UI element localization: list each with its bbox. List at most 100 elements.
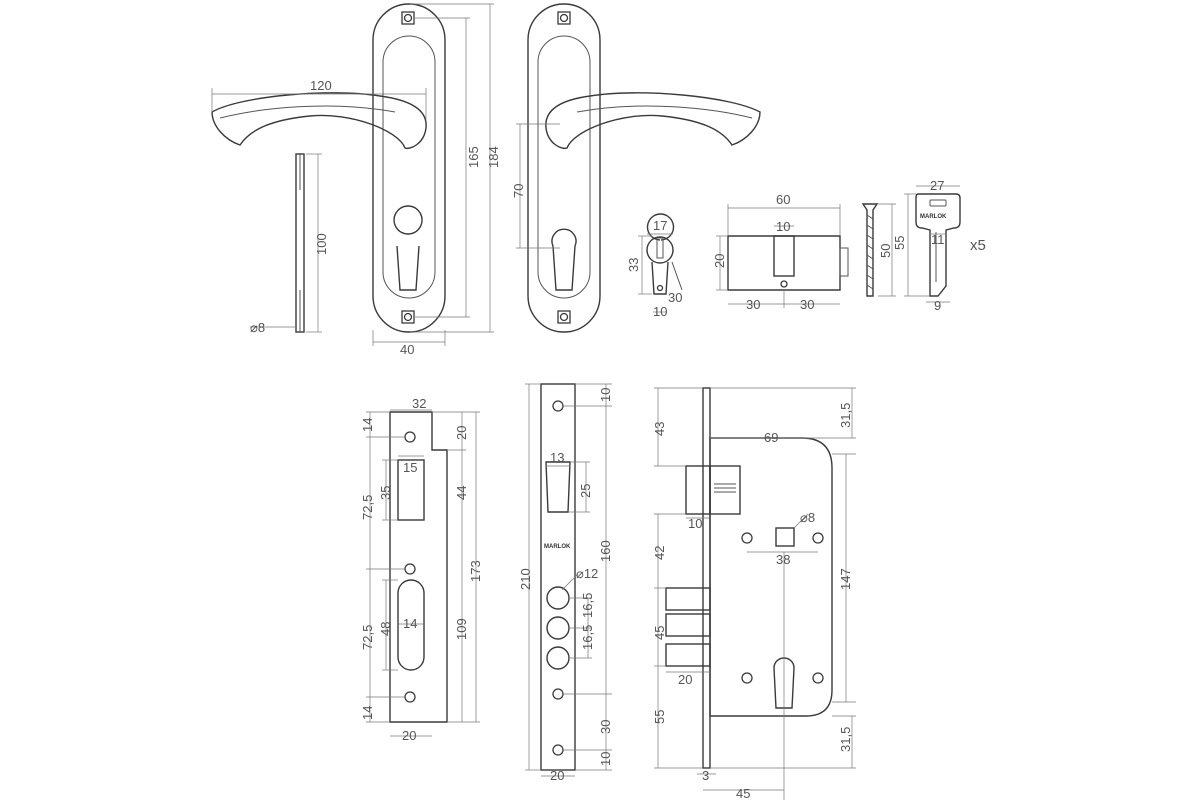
bolt-3 — [546, 646, 570, 670]
strike-plate-outline — [389, 411, 448, 723]
keyhole-top — [393, 205, 423, 235]
dim-bolt-pitch-2: 16,5 — [580, 625, 595, 650]
back-plate-outline — [527, 3, 601, 333]
euro-cylinder: 60 10 20 30 30 — [712, 192, 849, 312]
faceplate-outline — [540, 383, 576, 771]
lever-handle — [211, 92, 427, 150]
key: MARLOK 27 11 55 9 x5 — [892, 178, 986, 313]
screw-body — [861, 203, 879, 297]
dim-bolt-width: 14 — [403, 616, 417, 631]
dim-screw-length: 50 — [878, 244, 893, 258]
dim-latch-height: 35 — [378, 486, 393, 500]
dim-bolt-offset: 109 — [454, 618, 469, 640]
dim-bolt-height-body: 45 — [652, 626, 667, 640]
screw-hole-bottom — [401, 310, 415, 324]
dim-spindle-length: 100 — [314, 233, 329, 255]
dim-body-width: 69 — [764, 430, 778, 445]
dim-axis-height: 165 — [466, 146, 481, 168]
dim-strike-top-right: 20 — [454, 426, 469, 440]
thumbturn-head — [646, 236, 674, 264]
handle-front-view: 120 165 184 40 — [211, 3, 501, 357]
dim-cylinder-cam: 10 — [776, 219, 790, 234]
strike-plate: 32 14 20 15 35 72,5 44 48 14 72,5 109 17… — [360, 396, 483, 743]
dim-cylinder-length: 60 — [776, 192, 790, 207]
latch-bolt — [685, 465, 711, 515]
dim-key-tip: 9 — [934, 298, 941, 313]
dim-total-height: 184 — [486, 146, 501, 168]
dim-thumbturn-bottom: 10 — [653, 304, 667, 319]
dim-key-length: 55 — [892, 236, 907, 250]
dim-screw-to-bottom: 30 — [598, 720, 613, 734]
lock-body: 43 69 31,5 10 ⌀8 38 42 147 45 20 55 31,5… — [652, 387, 856, 800]
dim-faceplate-thickness: 3 — [702, 768, 709, 783]
dim-axis-distance: 70 — [511, 184, 526, 198]
bolt-1 — [546, 586, 570, 610]
dim-spacing-upper: 72,5 — [360, 495, 375, 520]
dim-plate-width: 40 — [400, 342, 414, 357]
dim-faceplate-top: 10 — [598, 388, 613, 402]
thumbturn: 17 33 30 10 — [626, 213, 683, 319]
dim-faceplate-center: 160 — [598, 540, 613, 562]
cylinder-cam — [773, 235, 795, 277]
dim-spindle-spacing: 38 — [776, 552, 790, 567]
dim-faceplate-width: 20 — [550, 768, 564, 783]
faceplate-brand: MARLOK — [544, 544, 571, 550]
cylinder-screw: 50 — [861, 203, 896, 297]
spindle: 100 ⌀8 — [250, 153, 329, 335]
dim-key-width: 27 — [930, 178, 944, 193]
handle-back-view: 70 — [511, 3, 761, 333]
cylinder-body — [727, 235, 841, 291]
key-brand: MARLOK — [920, 214, 947, 220]
deadbolt-3 — [665, 643, 711, 667]
bolt-2 — [546, 616, 570, 640]
handle-plate-inner — [382, 35, 436, 299]
dim-key-blade: 11 — [931, 232, 945, 247]
key-outline — [915, 193, 961, 297]
dim-cylinder-offset: 55 — [652, 710, 667, 724]
dim-cylinder-left: 30 — [746, 297, 760, 312]
dim-spindle-offset: 42 — [652, 546, 667, 560]
dim-cylinder-height: 20 — [712, 254, 727, 268]
dim-spindle-diameter: ⌀8 — [250, 320, 265, 335]
dim-latch-depth: 10 — [688, 516, 702, 531]
dim-backset: 45 — [736, 786, 750, 800]
dim-bolt-height: 48 — [378, 622, 393, 636]
bolt-opening — [397, 579, 425, 671]
dim-top-right: 31,5 — [838, 403, 853, 428]
dim-strike-top: 14 — [360, 418, 375, 432]
deadbolt-1 — [665, 587, 711, 611]
dim-faceplate-bottom: 10 — [598, 752, 613, 766]
lock-faceplate: MARLOK 210 10 13 25 160 ⌀12 16,5 16,5 30… — [518, 383, 613, 783]
deadbolt-2 — [665, 613, 711, 637]
dim-faceplate-latch-height: 25 — [578, 484, 593, 498]
dim-bolt-pitch-1: 16,5 — [580, 593, 595, 618]
dim-thumbturn-angle: 30 — [668, 290, 682, 305]
screw-hole-top — [401, 11, 415, 25]
dim-faceplate-height: 210 — [518, 568, 533, 590]
dim-thumbturn-height: 33 — [626, 258, 641, 272]
cylinder-hole — [773, 657, 795, 709]
dim-body-height: 147 — [838, 568, 853, 590]
dim-strike-width: 32 — [412, 396, 426, 411]
dim-latch-width: 15 — [403, 460, 417, 475]
dim-faceplate-latch-width: 13 — [550, 450, 564, 465]
dim-strike-bottom-width: 20 — [402, 728, 416, 743]
dim-latch-offset: 44 — [454, 486, 469, 500]
dim-cylinder-right: 30 — [800, 297, 814, 312]
dim-bolt-projection: 20 — [678, 672, 692, 687]
key-quantity: x5 — [970, 237, 986, 254]
lock-case — [709, 437, 833, 717]
handle-plate-outline — [372, 3, 446, 333]
keyhole-slot — [396, 245, 420, 291]
back-keyhole — [551, 228, 577, 291]
back-lever-handle — [545, 92, 761, 150]
latch-opening — [397, 459, 425, 521]
body-faceplate — [702, 387, 711, 769]
faceplate-latch — [545, 461, 571, 513]
dim-handle-length: 120 — [310, 78, 332, 93]
dim-thumbturn-width: 17 — [653, 218, 667, 233]
dim-bottom-right: 31,5 — [838, 727, 853, 752]
spindle-hole — [775, 527, 795, 547]
dim-bolt-diameter: ⌀12 — [576, 566, 598, 581]
